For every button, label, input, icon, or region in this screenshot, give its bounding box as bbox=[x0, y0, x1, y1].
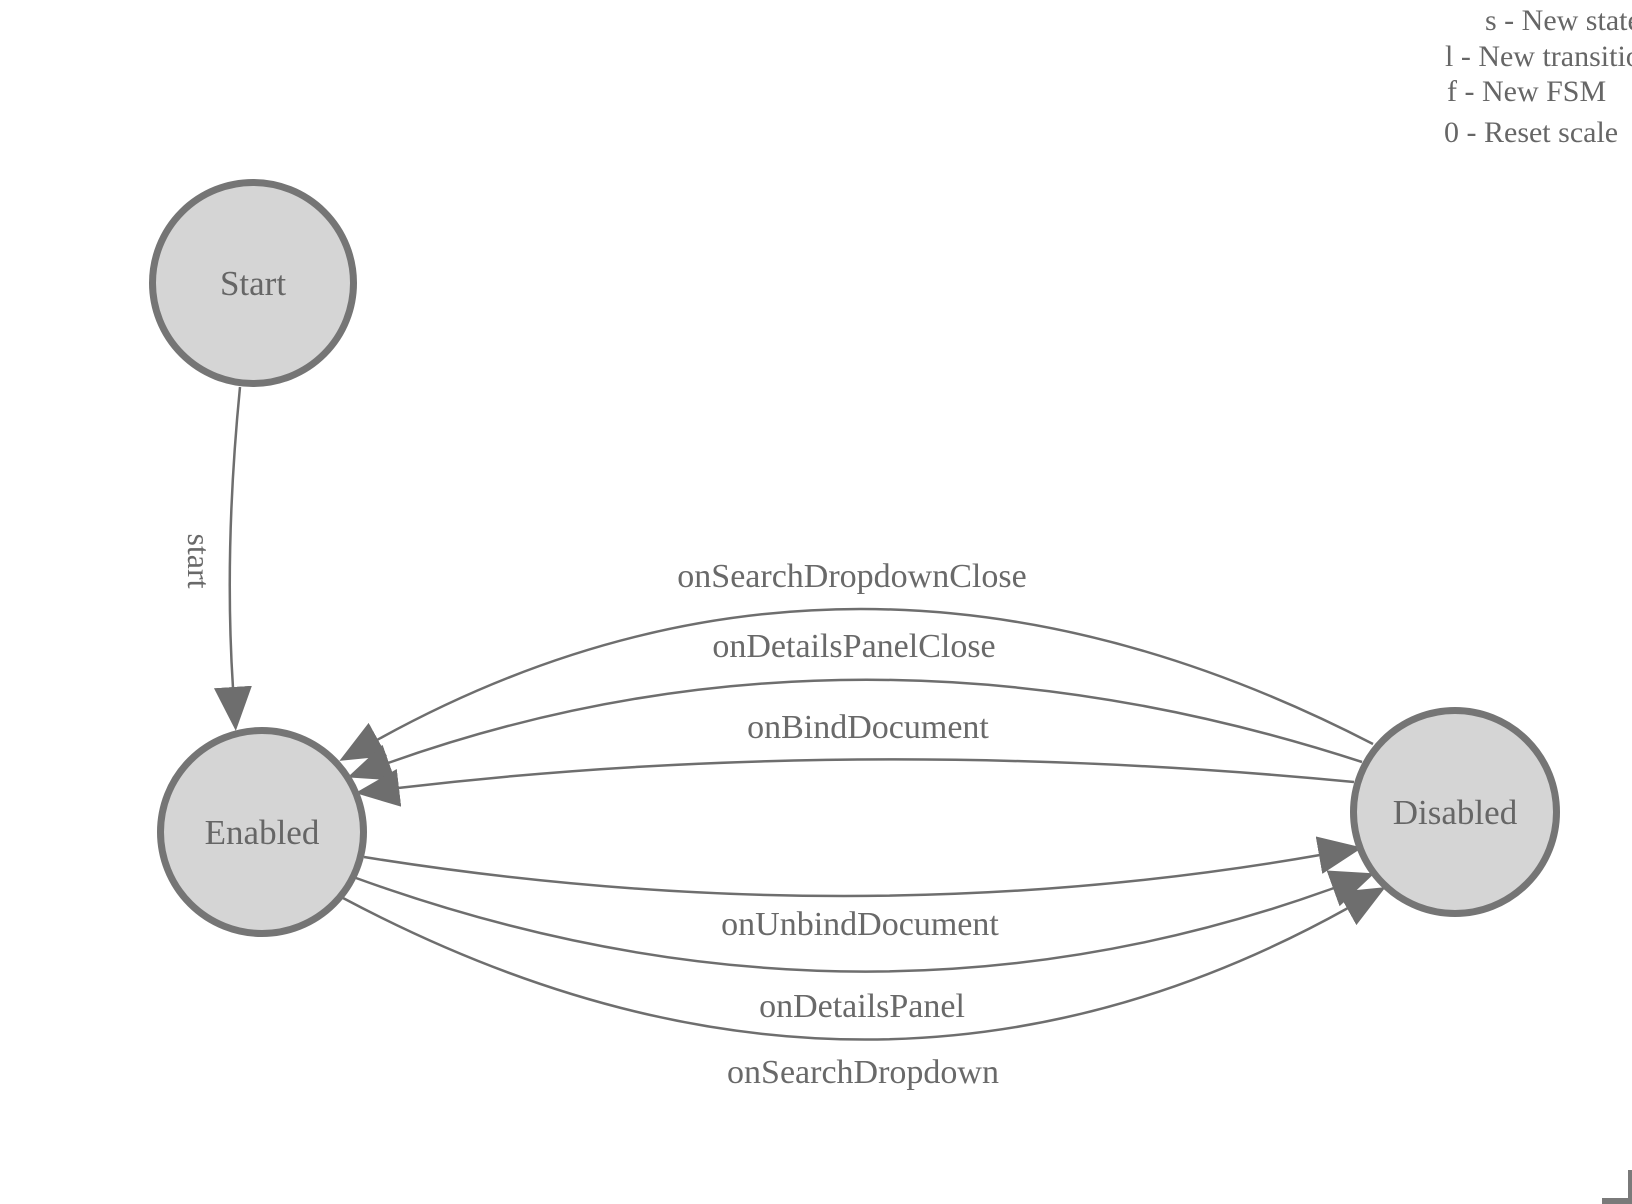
state-node-start[interactable]: Start bbox=[149, 179, 357, 387]
edge-onBindDocument[interactable] bbox=[355, 758, 1355, 807]
edge-label-onUnbindDocument: onUnbindDocument bbox=[721, 906, 999, 943]
legend-shortcut-reset: 0 - Reset scale bbox=[1444, 116, 1619, 149]
legend-shortcut-new-fsm: f - New FSM bbox=[1447, 75, 1607, 108]
edge-label-onDetailsPanel: onDetailsPanel bbox=[759, 988, 965, 1025]
state-label-start: Start bbox=[219, 263, 287, 303]
state-node-disabled[interactable]: Disabled bbox=[1350, 707, 1560, 917]
edge-onSearchDropdownClose[interactable] bbox=[339, 607, 1374, 761]
navigator-panel-corner-vertical[interactable] bbox=[1628, 1170, 1632, 1204]
edge-start[interactable] bbox=[213, 386, 252, 731]
navigator-panel-corner-horizontal[interactable] bbox=[1602, 1198, 1632, 1204]
edge-label-onBindDocument: onBindDocument bbox=[747, 709, 989, 746]
edge-onSearchDropdown[interactable] bbox=[342, 887, 1386, 1041]
edge-onDetailsPanel[interactable] bbox=[355, 870, 1375, 973]
edge-label-onSearchDropdown: onSearchDropdown bbox=[727, 1054, 999, 1091]
state-label-disabled: Disabled bbox=[1392, 792, 1518, 832]
edge-onDetailsPanelClose[interactable] bbox=[347, 678, 1363, 781]
legend-shortcut-new-state: s - New state bbox=[1485, 4, 1632, 37]
state-node-enabled[interactable]: Enabled bbox=[157, 727, 367, 937]
state-label-enabled: Enabled bbox=[204, 812, 320, 852]
legend-shortcut-new-transition: l - New transition bbox=[1445, 40, 1632, 73]
edge-label-onSearchDropdownClose: onSearchDropdownClose bbox=[677, 558, 1027, 595]
edge-label-onDetailsPanelClose: onDetailsPanelClose bbox=[712, 628, 996, 665]
edge-onUnbindDocument[interactable] bbox=[363, 836, 1363, 898]
edge-label-start: start bbox=[181, 533, 217, 589]
